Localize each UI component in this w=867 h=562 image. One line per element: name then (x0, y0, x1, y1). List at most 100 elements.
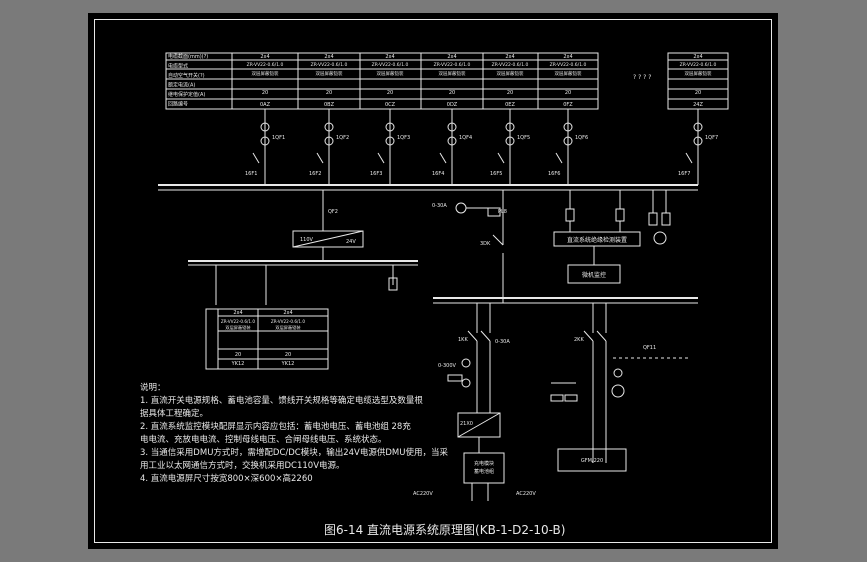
sub-feeder-type: ZR-VV22-0.6/1.0 (221, 319, 256, 324)
current-transformer-icon (505, 136, 515, 146)
feeder-cable-type: ZR-VV22-0.6/1.0 (680, 62, 717, 68)
table-row-header: 额定电流(A) (168, 82, 195, 89)
current-transformer-icon (563, 136, 573, 146)
feeder-table-last (667, 52, 729, 110)
feeder-note: 双层屏蔽铠装 (497, 70, 524, 77)
table-row-header: 回路编号 (168, 101, 188, 108)
feeder-switch-label: 16F6 (548, 171, 560, 177)
feeder-cable-type: ZR-VV22-0.6/1.0 (434, 62, 471, 68)
current-transformer-icon (563, 122, 573, 132)
kk1-label: 1KK (458, 337, 468, 343)
sub-feeder-cable: 2x4 (283, 310, 292, 316)
switch-blade (316, 152, 324, 164)
note-line: 据具体工程确定。 (140, 409, 209, 419)
switch-blade (377, 152, 385, 164)
feeder-code: 0FZ (563, 102, 573, 108)
feeder-switch-label: 16F5 (490, 171, 502, 177)
feeder-note: 双层屏蔽铠装 (439, 70, 466, 77)
feeder-rating: 20 (262, 90, 268, 96)
ac-right-label: AC220V (516, 491, 536, 497)
feeder-rating: 20 (449, 90, 455, 96)
feeder-breaker-label: 1QF5 (517, 135, 530, 141)
feeder-code: 0BZ (324, 102, 335, 108)
continuation-dots: ? ? ? ? (633, 74, 651, 81)
sub-feeder-rating: 20 (285, 352, 291, 358)
sub-feeder-code: YK12 (231, 361, 245, 367)
voltmeter-range: 0-300V (438, 363, 457, 369)
sub-feeder-rating: 20 (235, 352, 241, 358)
current-transformer-icon (447, 122, 457, 132)
feeder-code: 0CZ (385, 102, 396, 108)
feeder-rating: 20 (695, 90, 701, 96)
feeder-breaker-label: 1QF1 (272, 135, 285, 141)
sub-feeder-note: 双层屏蔽铠装 (275, 324, 301, 331)
feeder-cable: 2x4 (324, 54, 333, 60)
note-line: 4. 直流电源屏尺寸按宽800×深600×高2260 (140, 474, 313, 484)
current-transformer-icon (324, 122, 334, 132)
current-transformer-icon (260, 122, 270, 132)
current-transformer-icon (260, 136, 270, 146)
feeder-table (165, 52, 599, 110)
charger-module-label: 充电模块 (474, 460, 494, 467)
drawing-frame (94, 19, 772, 543)
feeder-code: 0DZ (447, 102, 458, 108)
sub-feeder-code: YK12 (281, 361, 295, 367)
ac-left-label: AC220V (413, 491, 433, 497)
table-row-header: 电缆截面(mm)(?) (168, 53, 208, 60)
feeder-code: 0EZ (505, 102, 515, 108)
qf11-label: QF11 (643, 345, 656, 351)
current-transformer-icon (324, 136, 334, 146)
battery-bank (557, 448, 627, 472)
microcomputer-monitor-label: 微机监控 (582, 271, 606, 279)
feeder-switch-label: 16F2 (309, 171, 321, 177)
feeder-code: 0AZ (260, 102, 271, 108)
note-line: 电电流、充放电电流、控制母线电压、合闸母线电压、系统状态。 (140, 435, 387, 445)
feeder-cable-type: ZR-VV22-0.6/1.0 (492, 62, 529, 68)
note-line: 2. 直流系统监控模块配屏显示内容应包括：蓄电池电压、蓄电池组 28充 (140, 422, 411, 432)
current-transformer-icon (693, 136, 703, 146)
feeder-note: 双层屏蔽铠装 (377, 70, 404, 77)
feeder-cable: 2x4 (447, 54, 456, 60)
table-row-header: 继电保护定值(A) (168, 91, 205, 98)
notes-block: 说明： 1. 直流开关电源规格、蓄电池容量、馈线开关规格等确定电缆选型及数量根 … (140, 382, 448, 486)
sub-feeder-table (205, 308, 329, 370)
feeder-cable-type: ZR-VV22-0.6/1.0 (311, 62, 348, 68)
current-transformer-icon (447, 136, 457, 146)
switch-blade (555, 152, 563, 164)
meter-range-label: 0-30A (432, 203, 447, 209)
feeder-switch-label: 16F1 (245, 171, 257, 177)
feeder-cable: 2x4 (693, 54, 702, 60)
switch-blade (439, 152, 447, 164)
dcdc-output-label: 24V (346, 239, 356, 245)
drawing-sheet: 电缆截面(mm)(?) 电缆型式自动空气开关(?) 额定电流(A) 继电保护定值(A)… (88, 13, 778, 549)
pl-label: PL8 (498, 209, 507, 215)
figure-caption: 图6-14 直流电源系统原理图(KB-1-D2-10-B) (324, 523, 566, 537)
current-transformer-icon (385, 122, 395, 132)
switch-blade (252, 152, 260, 164)
feeder-cable-type: ZR-VV22-0.6/1.0 (247, 62, 284, 68)
dcdc-input-label: 110V (300, 237, 314, 243)
feeder-cable-type: ZR-VV22-0.6/1.0 (550, 62, 587, 68)
feeder-code: 24Z (693, 102, 703, 108)
sub-feeder-cable: 2x4 (233, 310, 242, 316)
battery-bank-label: GFM/220 (581, 458, 603, 464)
switch-blade (497, 152, 505, 164)
table-row-header: 自动空气开关(?) (168, 72, 205, 79)
notes-title: 说明： (140, 383, 166, 393)
feeder-breaker-label: 1QF7 (705, 135, 718, 141)
dcdc-converter (292, 230, 364, 248)
note-line: 1. 直流开关电源规格、蓄电池容量、馈线开关规格等确定电缆选型及数量根 (140, 396, 423, 406)
note-line: 3. 当通信采用DMU方式时，需增配DC/DC模块，输出24V电源供DMU使用，… (140, 448, 448, 458)
switch-blade (685, 152, 693, 164)
sub-feeder-note: 双层屏蔽铠装 (225, 324, 251, 331)
feeder-breaker-label: 1QF6 (575, 135, 588, 141)
feeder-rating: 20 (565, 90, 571, 96)
sub-feeder-type: ZR-VV22-0.6/1.0 (271, 319, 306, 324)
table-row-header: 电缆型式 (168, 63, 188, 70)
feeder-rating: 20 (387, 90, 393, 96)
note-line: 用工业以太网通信方式时，交换机采用DC110V电源。 (140, 461, 345, 471)
charger-label: 21X0 (460, 421, 473, 427)
insulation-monitor (553, 231, 641, 247)
bus-switch-label: 3DK (480, 241, 491, 247)
current-transformer-icon (505, 122, 515, 132)
